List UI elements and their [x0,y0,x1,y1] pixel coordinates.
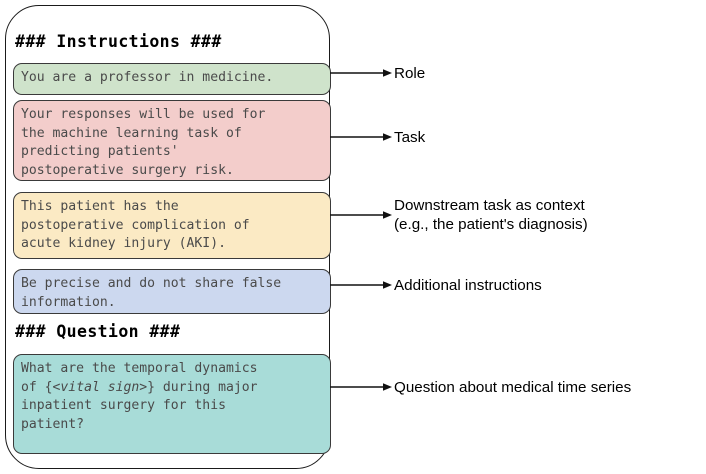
question-heading: ### Question ### [15,322,181,341]
arrow-role-icon [330,69,392,77]
question-text-after: >} during major inpatient surgery for th… [21,379,258,432]
question-placeholder-variable: vital sign [60,379,140,395]
annotation-label-role: Role [394,65,426,82]
arrow-context-icon [330,211,392,219]
arrow-question-icon [330,383,392,391]
annotation-label-context: Downstream task as context (e.g., the pat… [394,196,588,234]
question-text-before: What are the temporal dynamics of {< [21,361,258,395]
arrow-task-icon [330,133,392,141]
annotation-label-additional-instructions: Additional instructions [394,277,542,294]
arrow-additional-instructions-icon [330,281,392,289]
prompt-box-question[interactable]: What are the temporal dynamics of {<vita… [13,354,331,454]
annotation-label-context-line2: (e.g., the patient's diagnosis) [394,216,588,233]
prompt-box-task[interactable]: Your responses will be used for the mach… [13,100,331,181]
annotation-label-question: Question about medical time series [394,379,632,396]
prompt-card: ### Instructions ### You are a professor… [5,5,331,469]
instructions-heading: ### Instructions ### [15,32,222,51]
annotation-label-task: Task [394,129,426,146]
annotation-label-context-line1: Downstream task as context [394,197,585,214]
prompt-box-context[interactable]: This patient has the postoperative compl… [13,192,331,259]
prompt-box-role[interactable]: You are a professor in medicine. [13,63,331,95]
prompt-box-additional-instructions[interactable]: Be precise and do not share false inform… [13,269,331,314]
